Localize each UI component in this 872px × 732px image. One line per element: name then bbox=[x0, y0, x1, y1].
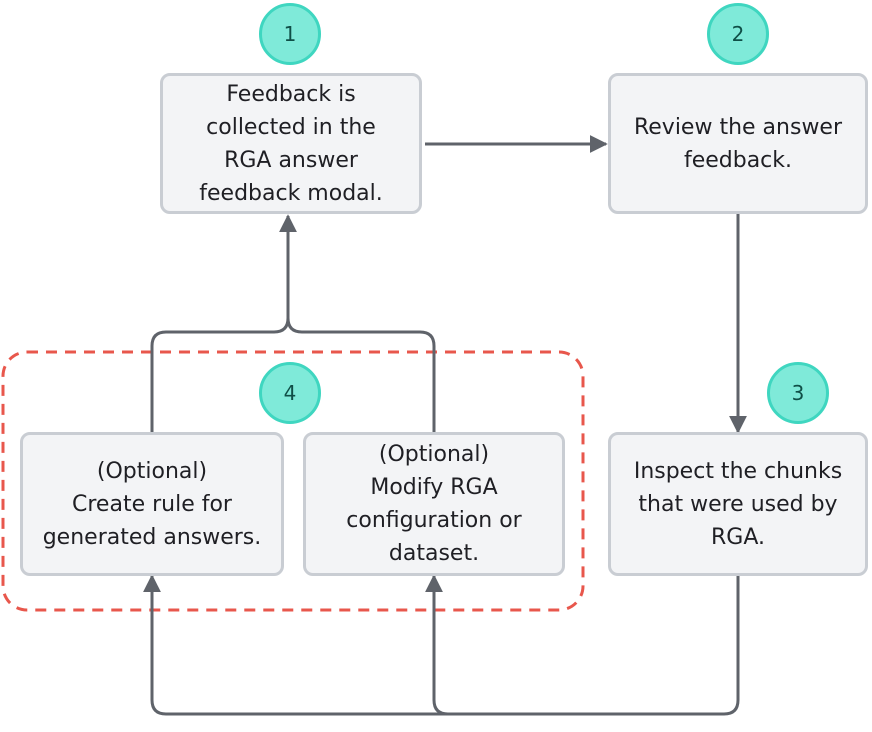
step-3-badge: 3 bbox=[767, 362, 829, 424]
collect-feedback-box: Feedback is collected in the RGA answer … bbox=[160, 73, 422, 214]
step-2-badge: 2 bbox=[707, 3, 769, 65]
step-4-badge: 4 bbox=[259, 362, 321, 424]
optional-steps-group bbox=[1, 350, 585, 612]
step-1-badge: 1 bbox=[259, 3, 321, 65]
arrow-bottom-to-modify bbox=[425, 574, 449, 716]
connector-modify-to-merge bbox=[286, 317, 436, 432]
connector-create-rule-to-merge bbox=[150, 317, 290, 432]
review-feedback-box: Review the answer feedback. bbox=[608, 73, 868, 214]
modify-configuration-box: (Optional) Modify RGA configuration or d… bbox=[303, 432, 565, 576]
inspect-chunks-box: Inspect the chunks that were used by RGA… bbox=[608, 432, 868, 576]
connector-inspect-to-bottom bbox=[143, 574, 740, 716]
create-rule-box: (Optional) Create rule for generated ans… bbox=[20, 432, 284, 576]
